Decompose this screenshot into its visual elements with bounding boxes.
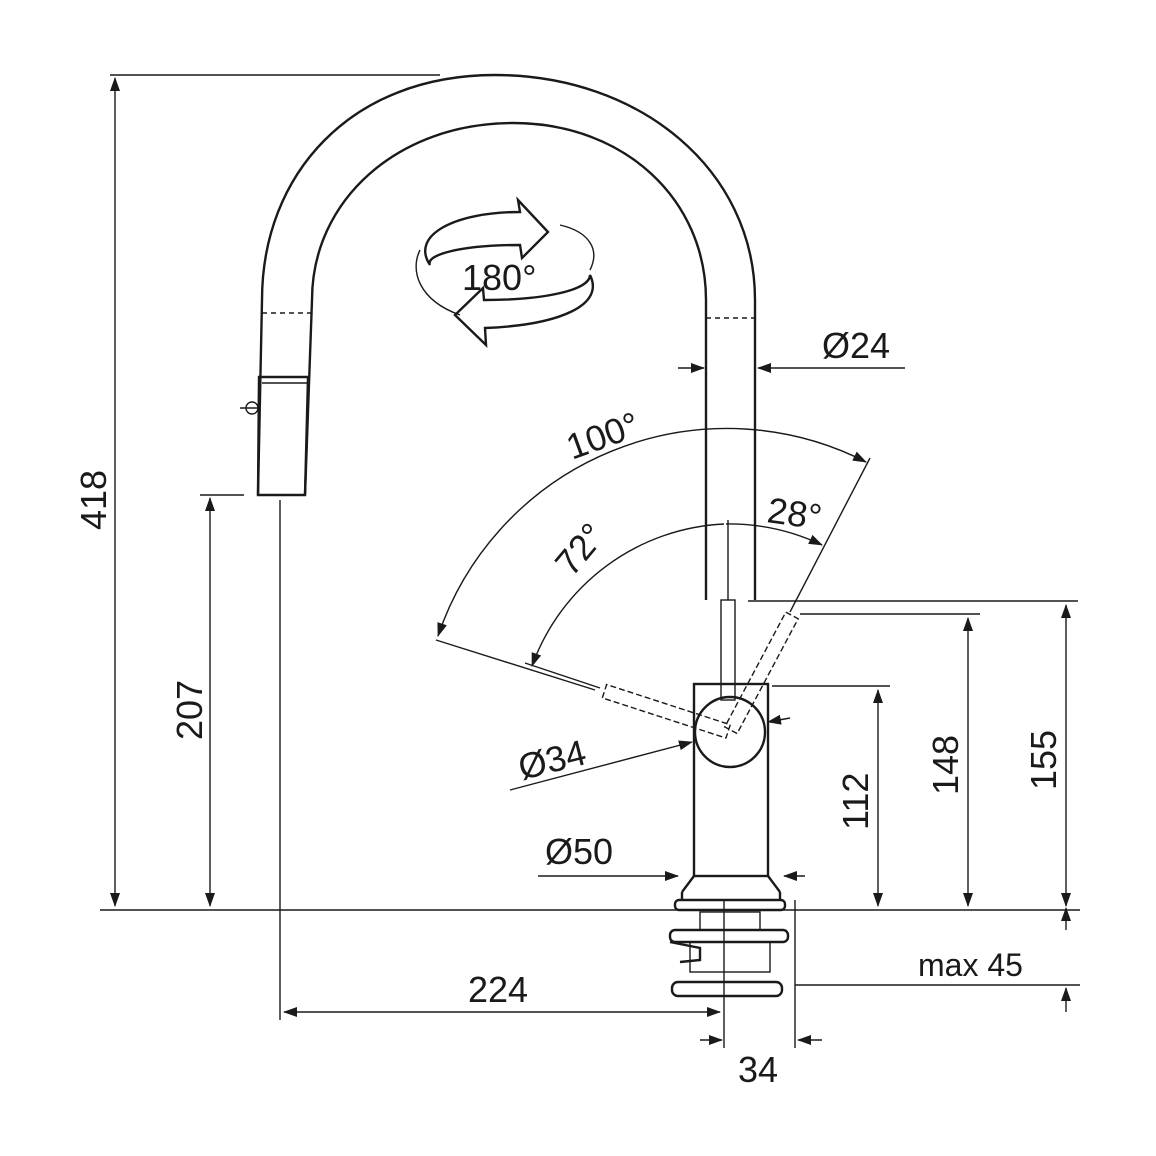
dim-lever-diameter: Ø34 xyxy=(509,714,791,791)
spout-height-label: 207 xyxy=(169,680,210,740)
lever-range-label: 100° xyxy=(561,404,645,468)
lever-height-148-label: 148 xyxy=(925,735,966,795)
lever-hub xyxy=(693,695,767,769)
total-height-label: 418 xyxy=(73,470,114,530)
lever-diameter-label: Ø34 xyxy=(514,732,590,788)
dim-spout-height: 207 xyxy=(169,494,244,907)
spout-inner-curve xyxy=(303,121,708,600)
dim-spout-reach: 224 xyxy=(279,500,725,1048)
dim-lever-back-arc: 28° xyxy=(725,489,825,600)
rotation-symbol: 180° xyxy=(415,196,595,349)
mount-stud xyxy=(699,911,761,931)
base-flare-left xyxy=(681,875,695,893)
lever-back-label: 28° xyxy=(765,489,825,537)
rotation-label: 180° xyxy=(462,257,536,298)
base-flare-right xyxy=(767,875,781,893)
spout-outer-curve xyxy=(256,73,757,600)
lever-front-position xyxy=(601,683,732,739)
valve-body xyxy=(692,682,770,878)
dim-lever-front-arc: 72° xyxy=(524,515,725,689)
mount-nut xyxy=(689,941,771,973)
spray-head xyxy=(256,375,310,497)
lever-height-155-label: 155 xyxy=(1023,730,1064,790)
base-width-label: 34 xyxy=(738,1049,778,1090)
mount-washer-bottom xyxy=(670,980,784,998)
deck-thickness-label: max 45 xyxy=(918,947,1023,983)
base-diameter-label: Ø50 xyxy=(545,831,613,872)
deck-flange xyxy=(673,898,787,912)
pipe-diameter-label: Ø24 xyxy=(822,325,890,366)
dim-base-diameter: Ø50 xyxy=(538,831,805,881)
dim-pipe-diameter: Ø24 xyxy=(678,325,905,373)
dim-lever-range-arc: 100° xyxy=(435,404,871,691)
dim-total-height: 418 xyxy=(73,74,1080,911)
faucet-outline xyxy=(240,73,800,998)
dim-lever-height-155: 155 xyxy=(748,600,1078,907)
dim-base-width: 34 xyxy=(700,900,822,1090)
mount-washer-top xyxy=(668,928,790,944)
dim-deck-thickness: max 45 xyxy=(795,907,1080,1012)
dim-lever-height-148: 148 xyxy=(800,613,980,907)
dim-lever-axis-height: 112 xyxy=(772,685,890,907)
lever-front-label: 72° xyxy=(547,515,613,583)
mount-clip xyxy=(669,940,702,964)
spout-reach-label: 224 xyxy=(468,969,528,1010)
lever-axis-height-label: 112 xyxy=(835,773,876,830)
